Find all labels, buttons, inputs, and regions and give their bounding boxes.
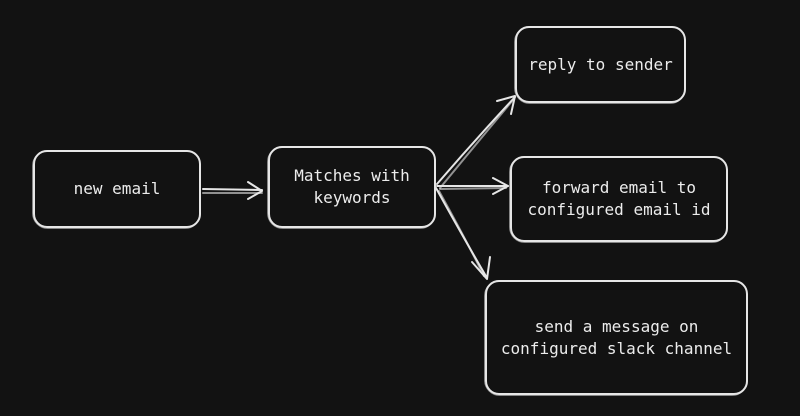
edge-new-email-to-matches <box>202 181 263 200</box>
edge-matches-to-forward <box>436 177 509 195</box>
node-reply-to-sender: reply to sender <box>514 26 686 104</box>
edge-matches-to-reply <box>436 95 516 189</box>
node-matches-keywords: Matches with keywords <box>267 146 436 229</box>
node-forward-email: forward email to configured email id <box>509 156 728 243</box>
node-slack-message-label: send a message on configured slack chann… <box>500 316 733 358</box>
node-matches-keywords-label: Matches with keywords <box>294 166 410 207</box>
node-new-email: new email <box>32 150 201 229</box>
node-forward-email-label: forward email to configured email id <box>527 178 711 219</box>
node-reply-to-sender-label: reply to sender <box>528 54 673 74</box>
node-new-email-label: new email <box>73 179 161 198</box>
edge-matches-to-slack <box>435 187 491 280</box>
node-slack-message: send a message on configured slack chann… <box>484 280 748 396</box>
